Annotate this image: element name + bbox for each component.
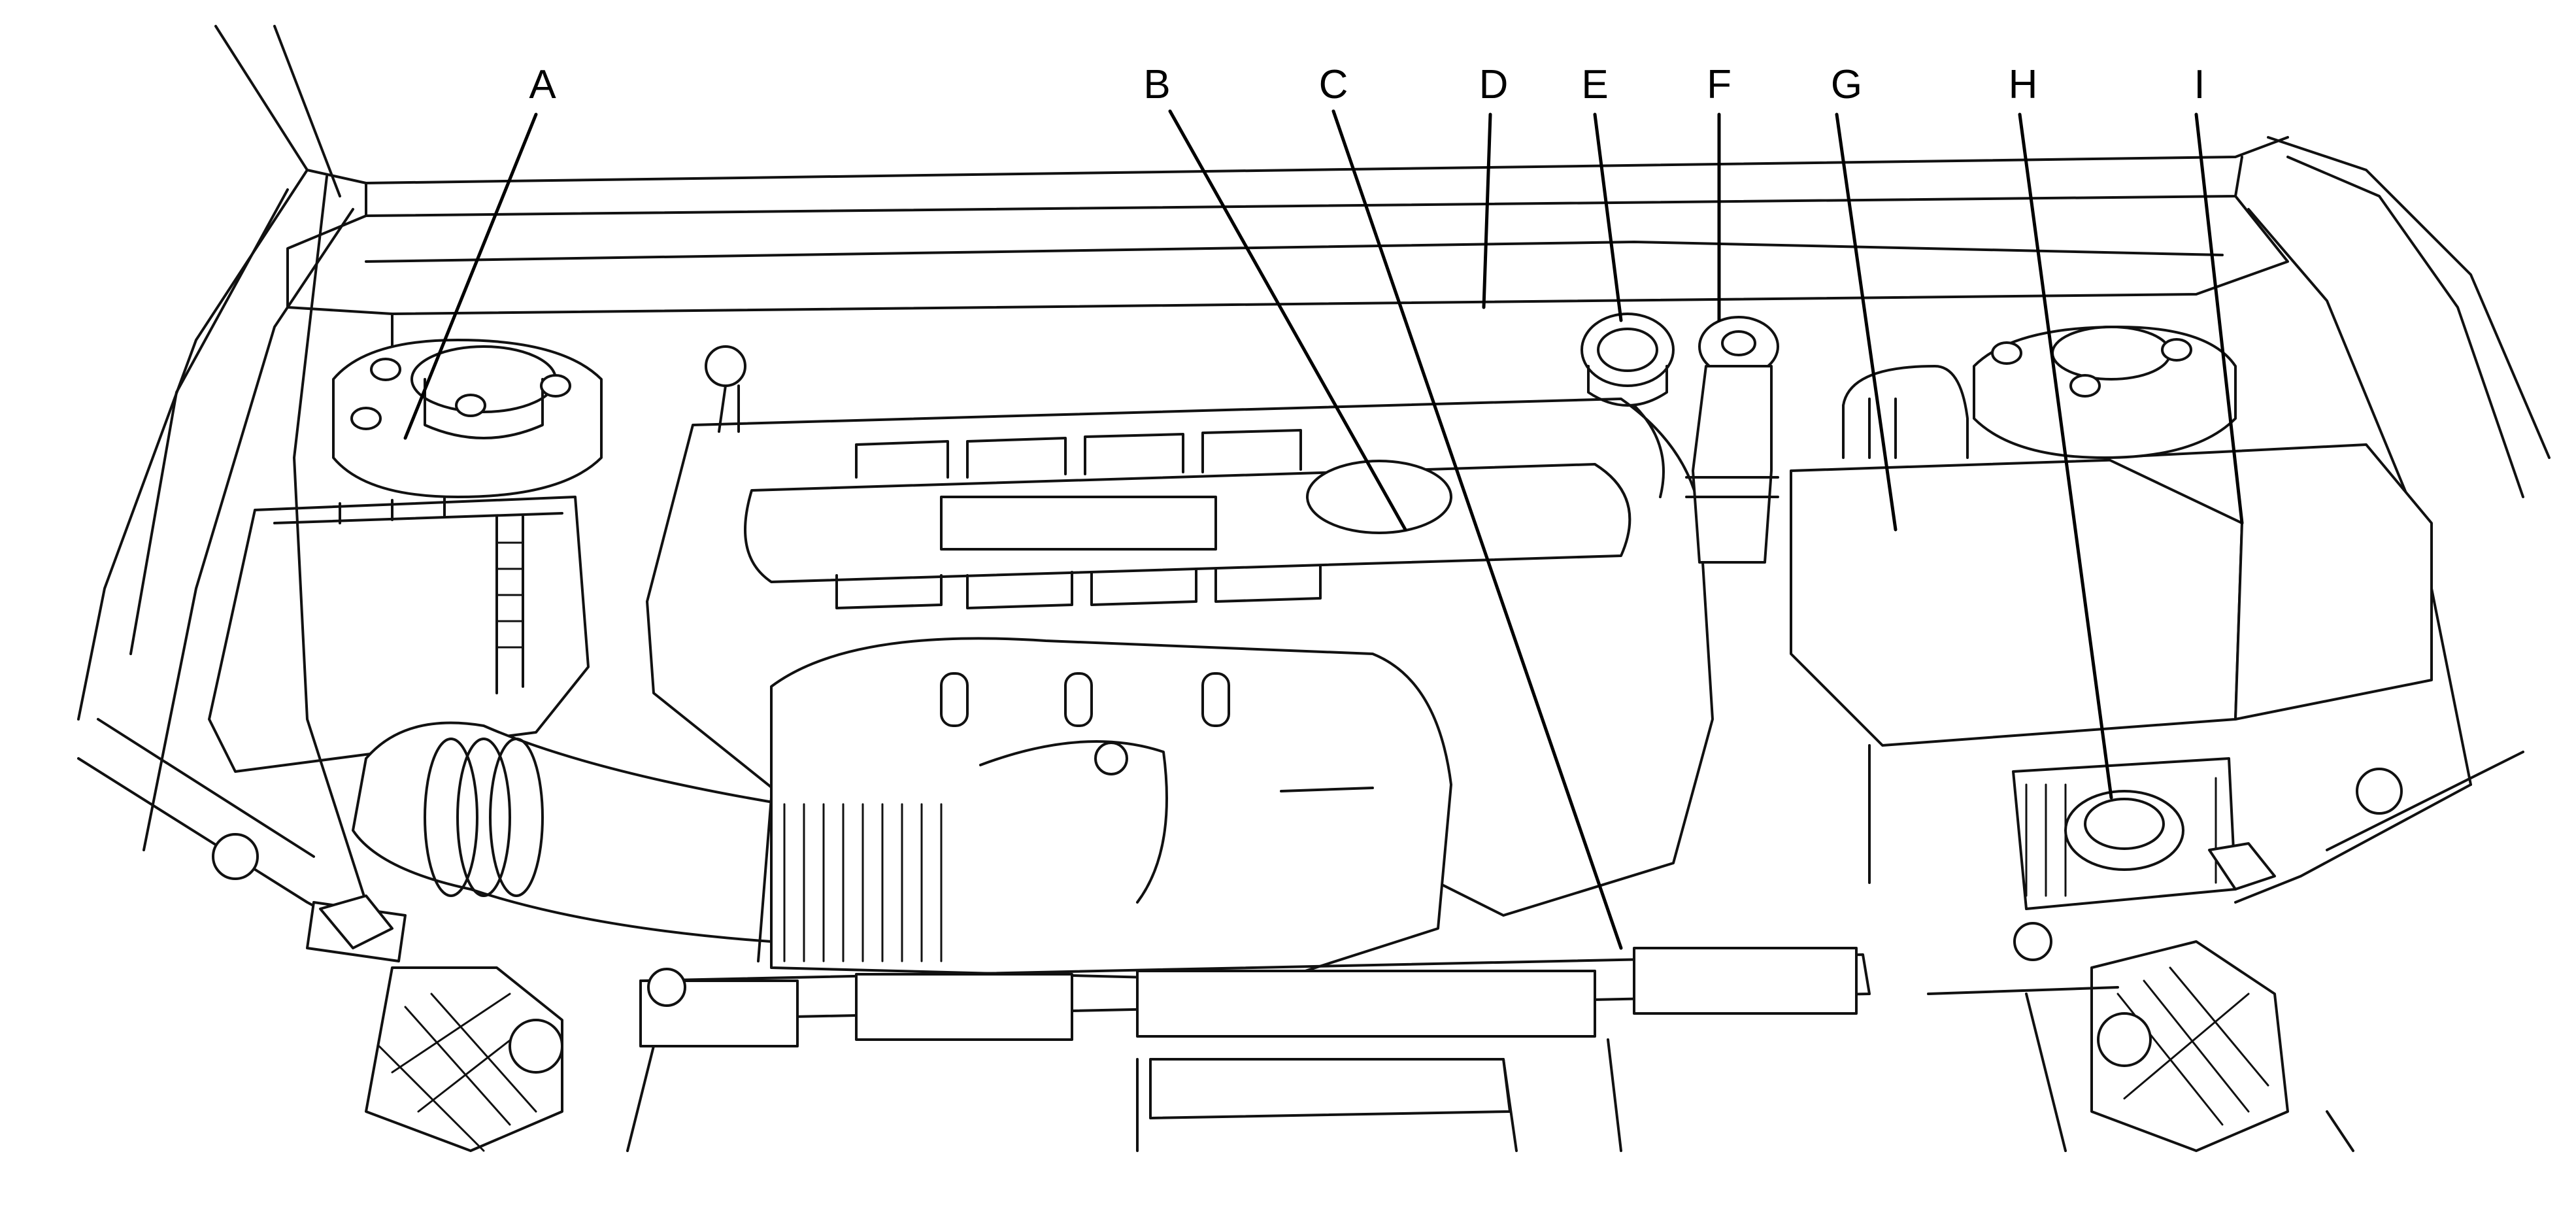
hood-prop-rod [293,175,393,949]
callout-label-d: D [1479,62,1509,107]
radiator-support [626,922,2119,1152]
leader-line-a [403,112,538,440]
intake-duct [352,721,786,943]
intake-resonator [757,637,1452,982]
callout-label-b: B [1143,62,1170,107]
callout-label-h: H [2009,62,2038,107]
air-cleaner-housing [208,496,590,773]
leader-line-g [1835,112,1898,532]
callout-label-c: C [1319,62,1348,107]
leader-line-b [1168,109,1407,532]
leader-line-c [1331,109,1623,950]
coolant-caps [1581,313,1779,564]
callout-label-f: F [1707,62,1731,107]
leader-line-d [1482,112,1492,309]
leader-line-i [2194,112,2244,525]
leader-line-e [1593,112,1623,322]
leader-line-h [2018,112,2113,800]
callout-label-a: A [529,62,556,107]
right-lower-fender [2025,751,2524,1152]
right-strut-tower [1973,326,2237,459]
callout-label-i: I [2194,62,2205,107]
callout-label-e: E [1581,62,1608,107]
callout-layer: A B C D E F G H I [403,62,2244,950]
left-strut-tower [332,339,603,498]
hood-frame [77,25,2551,851]
callout-label-g: G [1831,62,1862,107]
oil-fill-cap [2012,757,2237,910]
